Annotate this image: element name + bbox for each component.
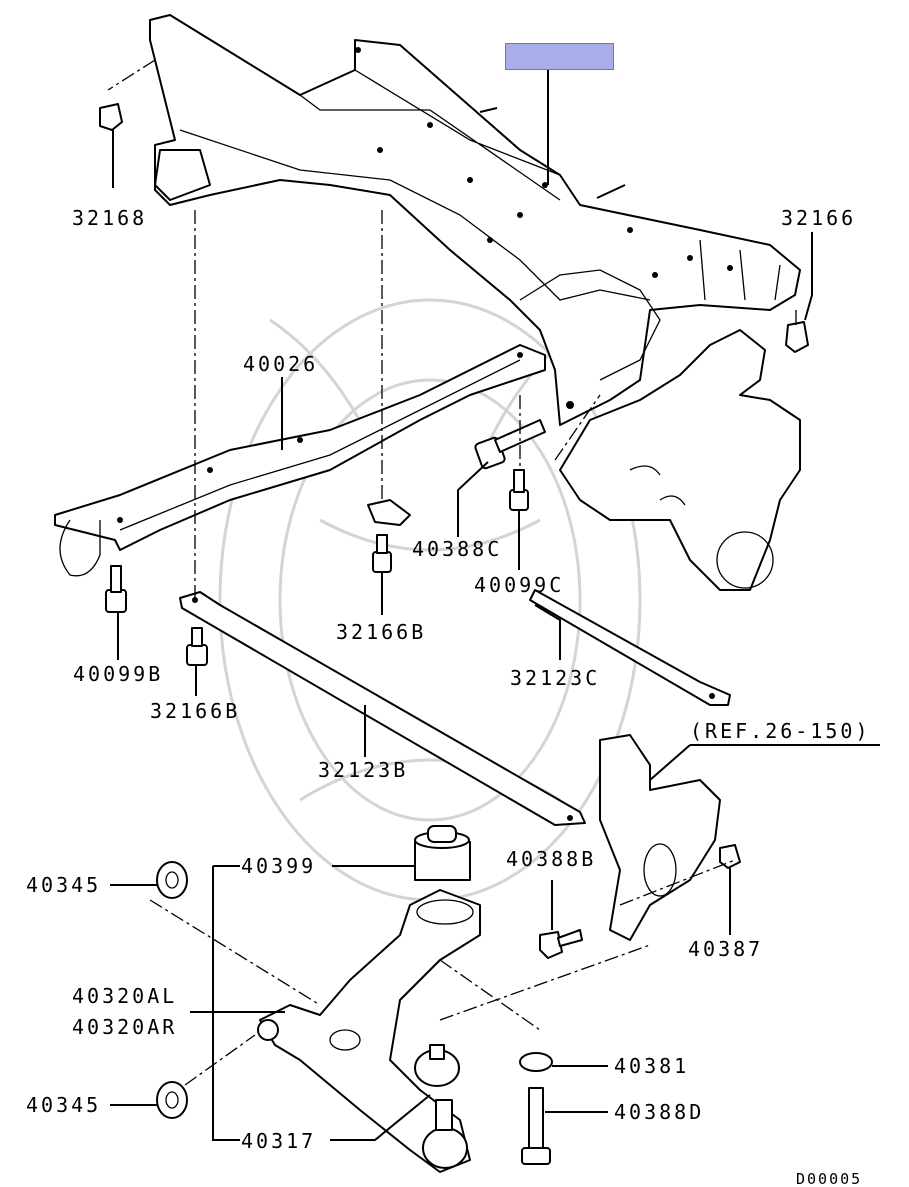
diagram-code: D00005 [796,1170,863,1187]
label-40099C[interactable]: 40099C [474,573,565,597]
crossmember-bar[interactable] [54,344,546,577]
washer-40345-bottom-hole [165,1091,179,1109]
label-40388C[interactable]: 40388C [412,537,503,561]
label-40387[interactable]: 40387 [688,937,764,961]
bolt-32166B-mid[interactable] [372,534,392,573]
label-32123B[interactable]: 32123B [318,758,409,782]
label-40317[interactable]: 40317 [241,1129,317,1153]
leader-40388C [457,461,489,537]
label-40320AR[interactable]: 40320AR [72,1015,178,1039]
ball-joint-40317[interactable] [414,1044,468,1169]
lower-arm[interactable] [257,889,481,1173]
label-40381[interactable]: 40381 [614,1054,690,1078]
nut-32166[interactable] [785,310,809,353]
bolt-40388C[interactable] [474,419,546,470]
bolt-32166B-left[interactable] [186,627,208,666]
label-40388D[interactable]: 40388D [614,1100,705,1124]
washer-40345-top-hole [165,871,179,889]
label-40099B[interactable]: 40099B [73,662,164,686]
bushing-40399[interactable] [414,825,471,881]
brace-32123B[interactable] [179,591,586,826]
label-ref-26-150[interactable]: (REF.26-150) [690,719,871,743]
leader-bracket [212,865,240,1141]
bolt-40388B[interactable] [539,929,583,959]
label-40345-bottom[interactable]: 40345 [26,1093,102,1117]
nut-32168[interactable] [99,103,123,131]
bolt-40388D[interactable] [521,1087,551,1165]
bolt-40099B[interactable] [105,565,127,613]
label-40388B[interactable]: 40388B [506,847,597,871]
leader-32166 [804,232,813,321]
label-32166B-left[interactable]: 32166B [150,699,241,723]
label-32166[interactable]: 32166 [781,206,857,230]
bolt-40099C[interactable] [509,469,529,511]
highlighted-part-box[interactable] [505,43,614,70]
label-40345-top[interactable]: 40345 [26,873,102,897]
washer-40345-bottom[interactable] [156,1081,188,1119]
leader-ref [649,744,880,781]
nut-40387[interactable] [719,844,741,869]
label-40026[interactable]: 40026 [243,352,319,376]
knuckle-lower[interactable] [599,734,721,941]
label-40399[interactable]: 40399 [241,854,317,878]
label-32166B-mid[interactable]: 32166B [336,620,427,644]
alignment-lines [107,59,736,1086]
washer-40345-top[interactable] [156,861,188,899]
label-40320AL[interactable]: 40320AL [72,984,178,1008]
washer-40381[interactable] [519,1052,553,1072]
label-32123C[interactable]: 32123C [510,666,601,690]
leader-40317 [330,1094,431,1141]
leader-32123C [534,604,561,660]
brace-32123C[interactable] [529,589,731,706]
crossmember[interactable] [149,14,801,426]
knuckle-upper[interactable] [559,329,801,591]
bracket-plate [367,499,411,526]
label-32168[interactable]: 32168 [72,206,148,230]
